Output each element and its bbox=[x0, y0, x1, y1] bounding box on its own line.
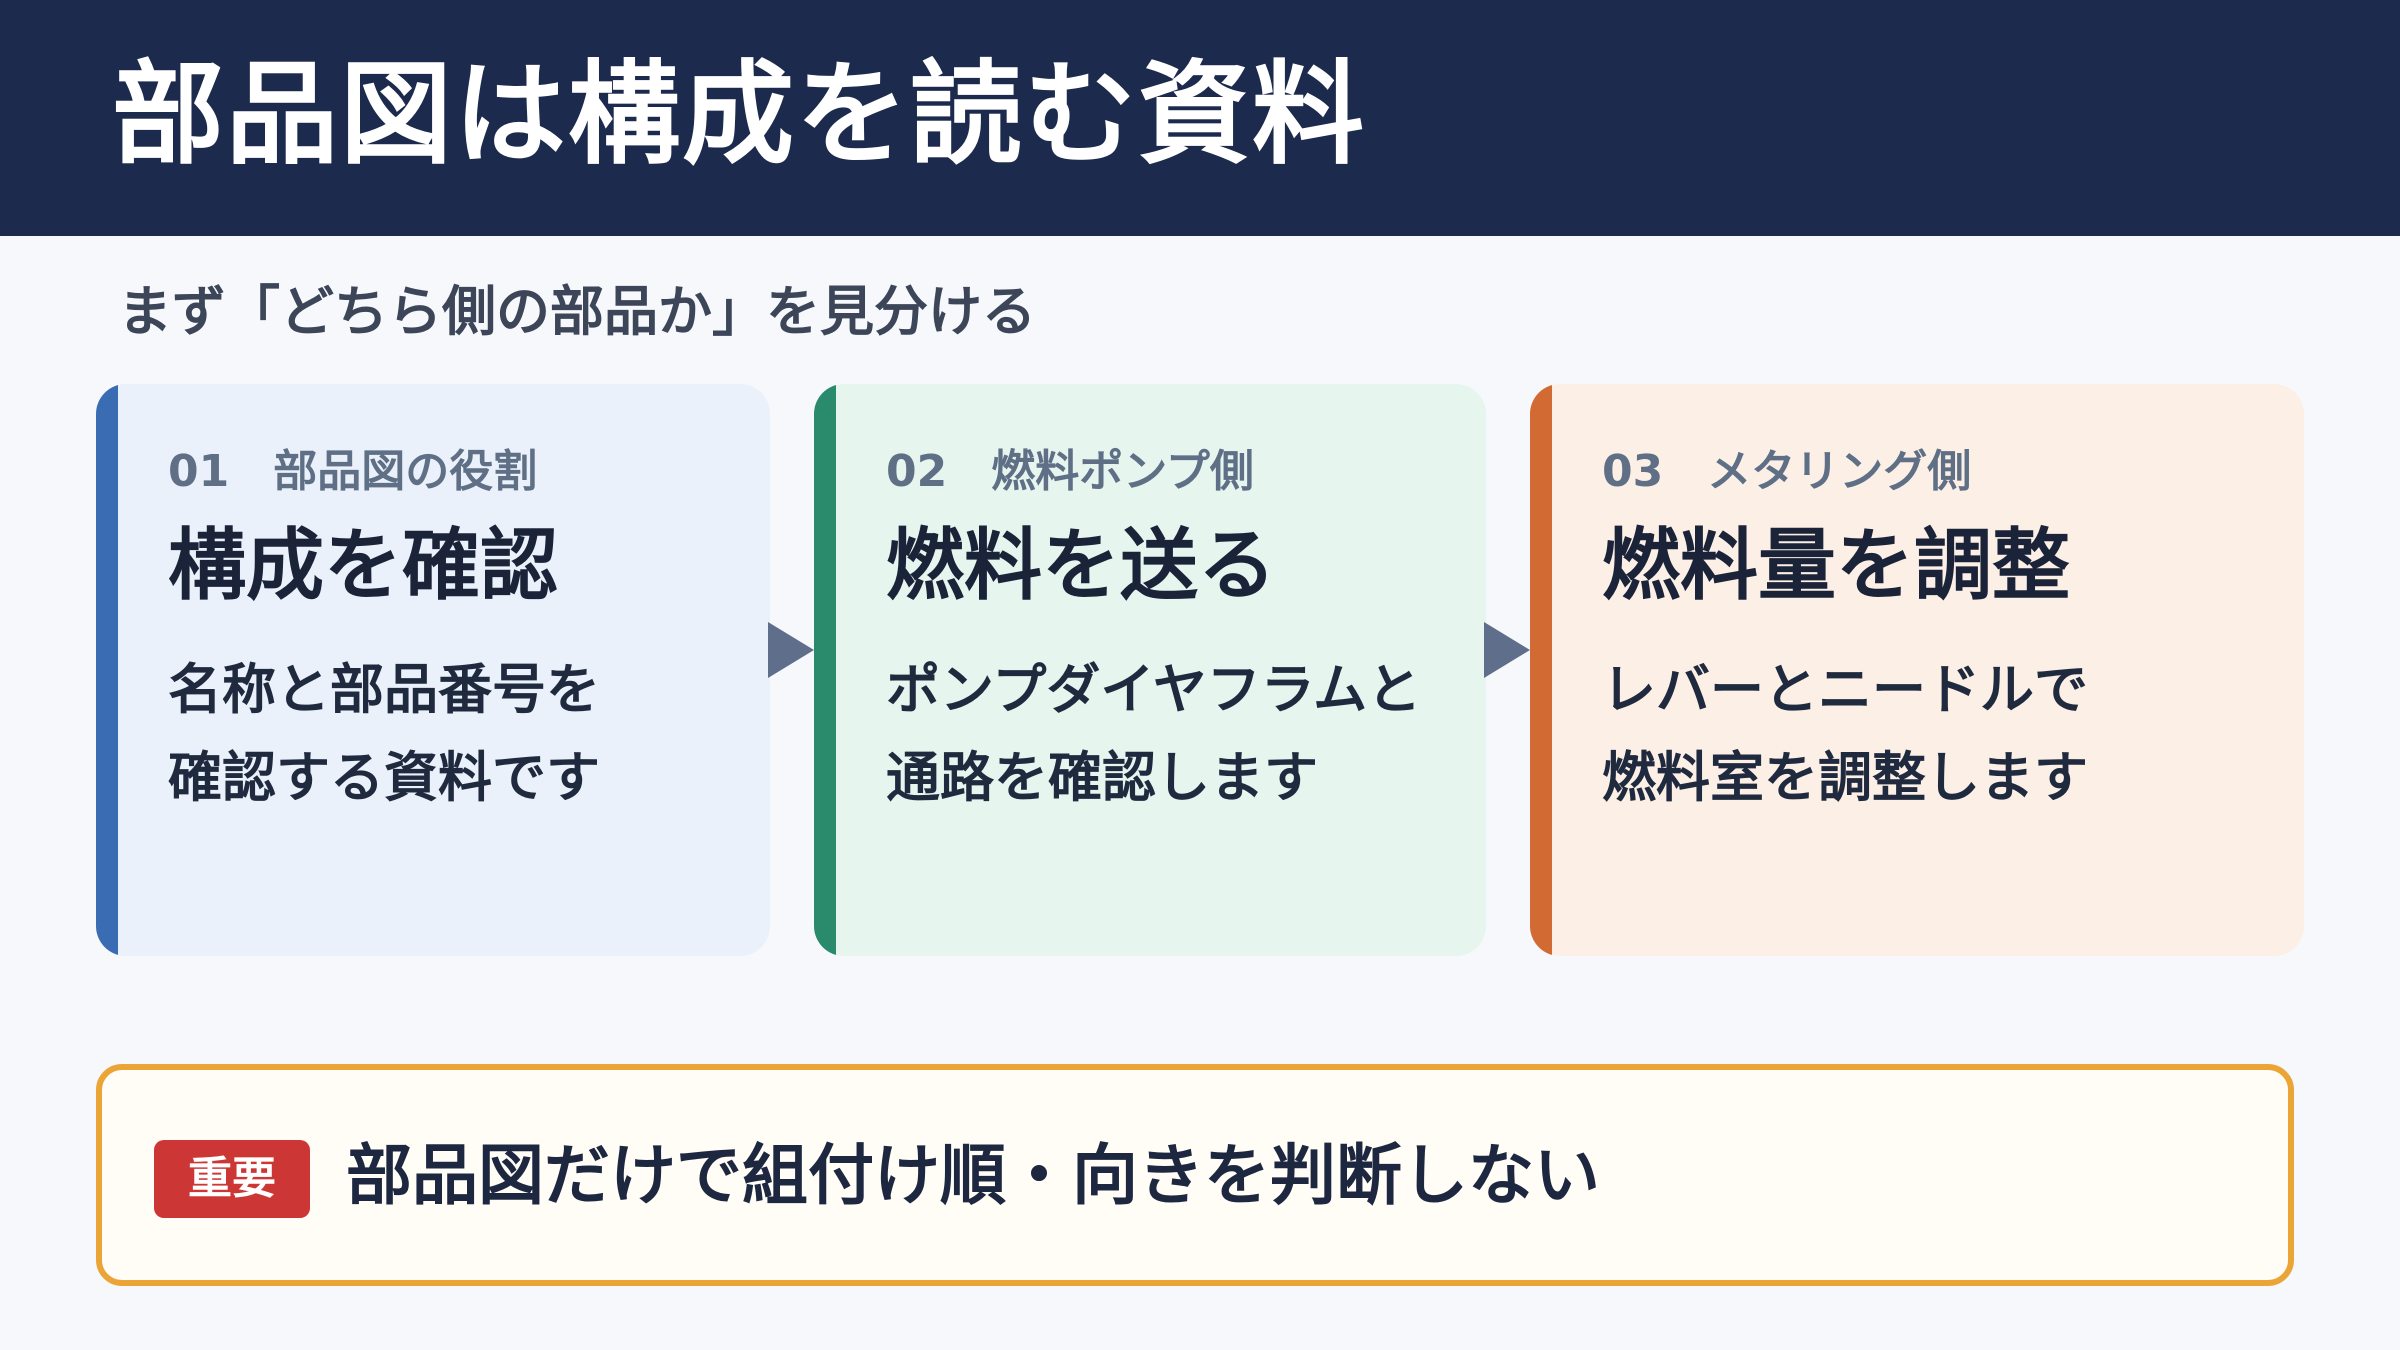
card-title: 構成を確認 bbox=[168, 521, 559, 611]
card-body-line: 通路を確認します bbox=[886, 746, 1318, 809]
card-accent-bar bbox=[96, 384, 118, 956]
card-label: 03 メタリング側 bbox=[1602, 446, 1972, 497]
card-fuel-pump-side: 02 燃料ポンプ側 燃料を送る ポンプダイヤフラムと 通路を確認します bbox=[814, 384, 1486, 956]
header-banner: 部品図は構成を読む資料 bbox=[0, 0, 2400, 236]
important-notice: 重要 部品図だけで組付け順・向きを判断しない bbox=[96, 1064, 2294, 1286]
arrow-right-icon bbox=[768, 622, 814, 678]
card-body-line: 燃料室を調整します bbox=[1602, 746, 2088, 809]
card-accent-bar bbox=[1530, 384, 1552, 956]
card-body: ポンプダイヤフラムと 通路を確認します bbox=[886, 646, 1421, 822]
card-body-line: 名称と部品番号を bbox=[168, 658, 600, 721]
page-subtitle: まず「どちら側の部品か」を見分ける bbox=[118, 280, 1036, 343]
card-label: 02 燃料ポンプ側 bbox=[886, 446, 1254, 497]
card-body-line: ポンプダイヤフラムと bbox=[886, 658, 1422, 721]
card-title: 燃料量を調整 bbox=[1602, 521, 2071, 611]
notice-text: 部品図だけで組付け順・向きを判断しない bbox=[346, 1137, 1600, 1214]
card-metering-side: 03 メタリング側 燃料量を調整 レバーとニードルで 燃料室を調整します bbox=[1530, 384, 2304, 956]
card-title: 燃料を送る bbox=[886, 521, 1277, 611]
card-body-line: レバーとニードルで bbox=[1602, 658, 2088, 721]
card-accent-bar bbox=[814, 384, 836, 956]
card-body: レバーとニードルで 燃料室を調整します bbox=[1602, 646, 2088, 822]
important-badge: 重要 bbox=[154, 1140, 310, 1218]
card-label: 01 部品図の役割 bbox=[168, 446, 538, 497]
arrow-right-icon bbox=[1484, 622, 1530, 678]
card-parts-diagram-role: 01 部品図の役割 構成を確認 名称と部品番号を 確認する資料です bbox=[96, 384, 770, 956]
card-body: 名称と部品番号を 確認する資料です bbox=[168, 646, 600, 822]
page-title: 部品図は構成を読む資料 bbox=[112, 50, 1366, 180]
card-body-line: 確認する資料です bbox=[168, 746, 600, 809]
